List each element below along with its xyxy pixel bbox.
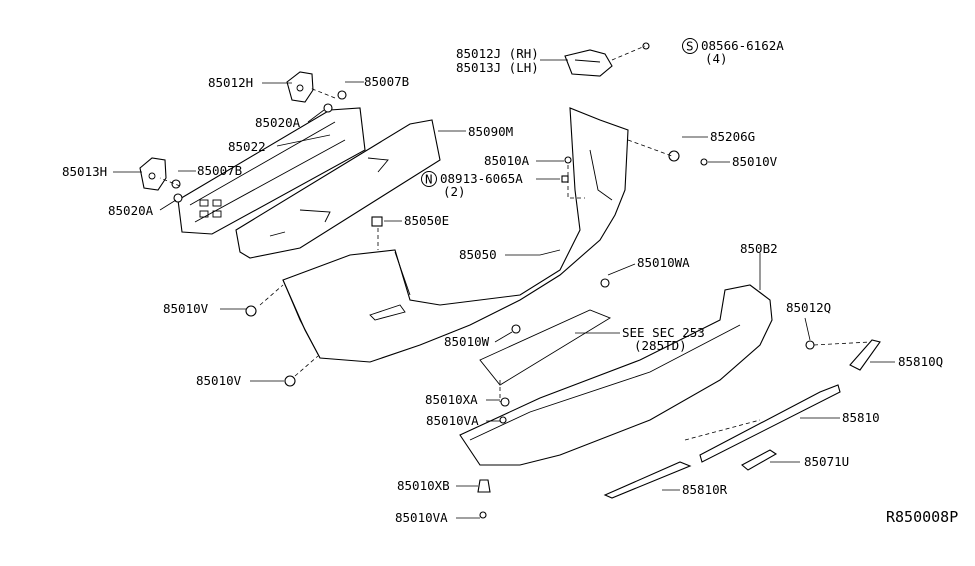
alignment-lines bbox=[159, 45, 871, 441]
label-85010XA: 85010XA bbox=[425, 392, 478, 407]
leader-lines bbox=[113, 59, 895, 519]
reflector-85810R bbox=[603, 461, 692, 499]
label-85010V-upper-right: 85010V bbox=[732, 154, 778, 169]
label-85010VA-lower: 85010VA bbox=[395, 510, 448, 525]
label-85013J: 85013J (LH) bbox=[456, 60, 539, 75]
molding-strip-85810 bbox=[699, 384, 841, 463]
label-see-sub: (285TD) bbox=[634, 338, 687, 353]
emblem-85071U bbox=[741, 449, 778, 471]
label-85050E: 85050E bbox=[404, 213, 449, 228]
label-85010XB: 85010XB bbox=[397, 478, 450, 493]
label-85020A-lower: 85020A bbox=[108, 203, 154, 218]
diagram-reference-code: R850008P bbox=[886, 508, 958, 526]
label-85206G: 85206G bbox=[710, 129, 755, 144]
label-85012H: 85012H bbox=[208, 75, 253, 90]
label-85022: 85022 bbox=[228, 139, 266, 154]
label-85090M: 85090M bbox=[468, 124, 513, 139]
label-85007B-upper: 85007B bbox=[364, 74, 409, 89]
label-n-qty: (2) bbox=[443, 184, 466, 199]
fasteners bbox=[171, 42, 815, 519]
label-85071U: 85071U bbox=[804, 454, 849, 469]
symbol-s-circle: S bbox=[682, 38, 698, 54]
symbol-s: S bbox=[686, 39, 694, 54]
label-85810R: 85810R bbox=[682, 482, 728, 497]
label-85010WA: 85010WA bbox=[637, 255, 690, 270]
label-85007B-lower: 85007B bbox=[197, 163, 242, 178]
label-85010VA-upper: 85010VA bbox=[426, 413, 479, 428]
label-85020A-upper: 85020A bbox=[255, 115, 301, 130]
label-85010W: 85010W bbox=[444, 334, 490, 349]
side-bracket-85012J bbox=[564, 49, 613, 77]
label-85012J: 85012J (RH) bbox=[456, 46, 539, 61]
label-85010V-left: 85010V bbox=[163, 301, 209, 316]
label-85810Q: 85810Q bbox=[898, 354, 943, 369]
label-s-qty: (4) bbox=[705, 51, 728, 66]
label-s-code: 08566-6162A bbox=[701, 38, 784, 53]
label-85013H: 85013H bbox=[62, 164, 107, 179]
label-85050: 85050 bbox=[459, 247, 497, 262]
bumper-fascia-85050 bbox=[282, 107, 629, 363]
energy-absorber-85090M bbox=[235, 119, 441, 259]
bracket-85013H bbox=[139, 157, 167, 191]
label-see-sec: SEE SEC 253 bbox=[622, 325, 705, 340]
bracket-85012H bbox=[286, 71, 314, 103]
label-85010A: 85010A bbox=[484, 153, 530, 168]
label-85012Q: 85012Q bbox=[786, 300, 831, 315]
label-n-code: 08913-6065A bbox=[440, 171, 523, 186]
label-850B2: 850B2 bbox=[740, 241, 778, 256]
label-85810: 85810 bbox=[842, 410, 880, 425]
symbol-n: N bbox=[425, 172, 433, 187]
lower-valance-850B2 bbox=[459, 284, 773, 466]
symbol-n-circle: N bbox=[421, 171, 437, 187]
label-85010V-lower-left: 85010V bbox=[196, 373, 242, 388]
reflector-85810Q bbox=[849, 339, 881, 371]
